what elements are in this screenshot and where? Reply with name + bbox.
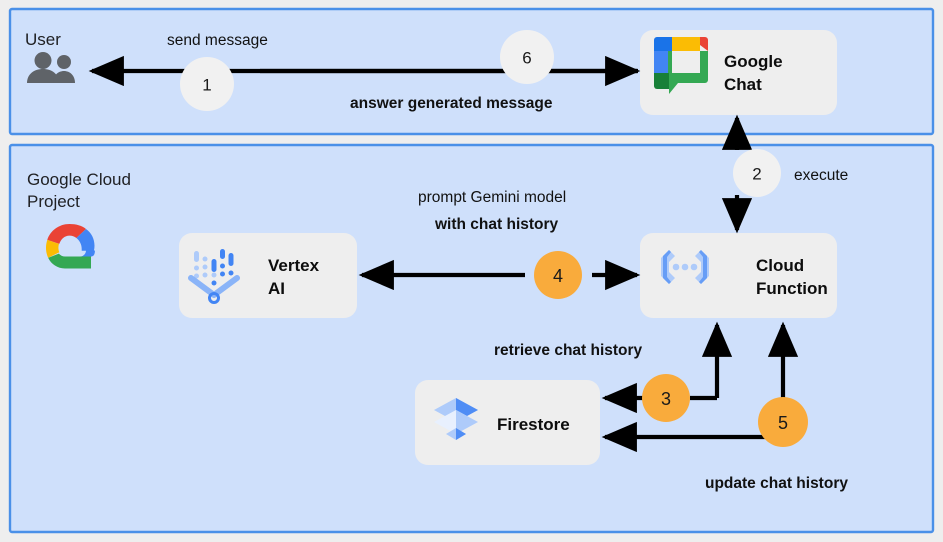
step-badge-5-number: 5 [778,413,788,433]
google-chat-icon [654,37,708,94]
google-cloud-icon [46,224,95,269]
step-badge-2[interactable]: 2 [733,149,781,197]
step-badge-3-number: 3 [661,389,671,409]
gcp-zone-label-line2: Project [27,192,80,211]
step-badge-2-number: 2 [752,165,761,184]
step-badge-6-number: 6 [522,49,531,68]
firestore-icon [434,398,478,440]
arrow-step-3 [601,321,733,414]
node-vertex-ai-label-line2: AI [268,279,285,298]
step-2-label: execute [794,167,848,184]
node-firestore-label: Firestore [497,415,570,434]
gcp-zone-label-line1: Google Cloud [27,170,131,189]
node-cloud-function[interactable] [640,233,837,318]
vertex-ai-icon [188,249,240,304]
step-badge-4-number: 4 [553,266,563,286]
node-google-chat-label-line2: Chat [724,75,762,94]
people-icon [27,52,75,83]
node-vertex-ai-label-line1: Vertex [268,256,320,275]
step-1-label: send message [167,32,268,49]
step-badge-1[interactable]: 1 [180,57,234,111]
node-google-chat-label-line1: Google [724,52,783,71]
step-6-label: answer generated message [350,95,553,112]
arrow-step-5 [601,321,799,453]
node-cloud-function-label-line1: Cloud [756,256,804,275]
step-3-label: retrieve chat history [494,342,643,359]
step-4-label-line1: prompt Gemini model [418,189,566,206]
step-badge-5[interactable]: 5 [758,397,808,447]
cloud-function-icon [661,250,709,284]
step-badge-6[interactable]: 6 [500,30,554,84]
user-zone-label: User [25,30,61,49]
step-4-label-line2: with chat history [434,216,559,233]
node-cloud-function-label-line2: Function [756,279,828,298]
step-badge-4[interactable]: 4 [534,251,582,299]
step-badge-1-number: 1 [202,76,211,95]
step-badge-3[interactable]: 3 [642,374,690,422]
step-5-label: update chat history [705,475,848,492]
